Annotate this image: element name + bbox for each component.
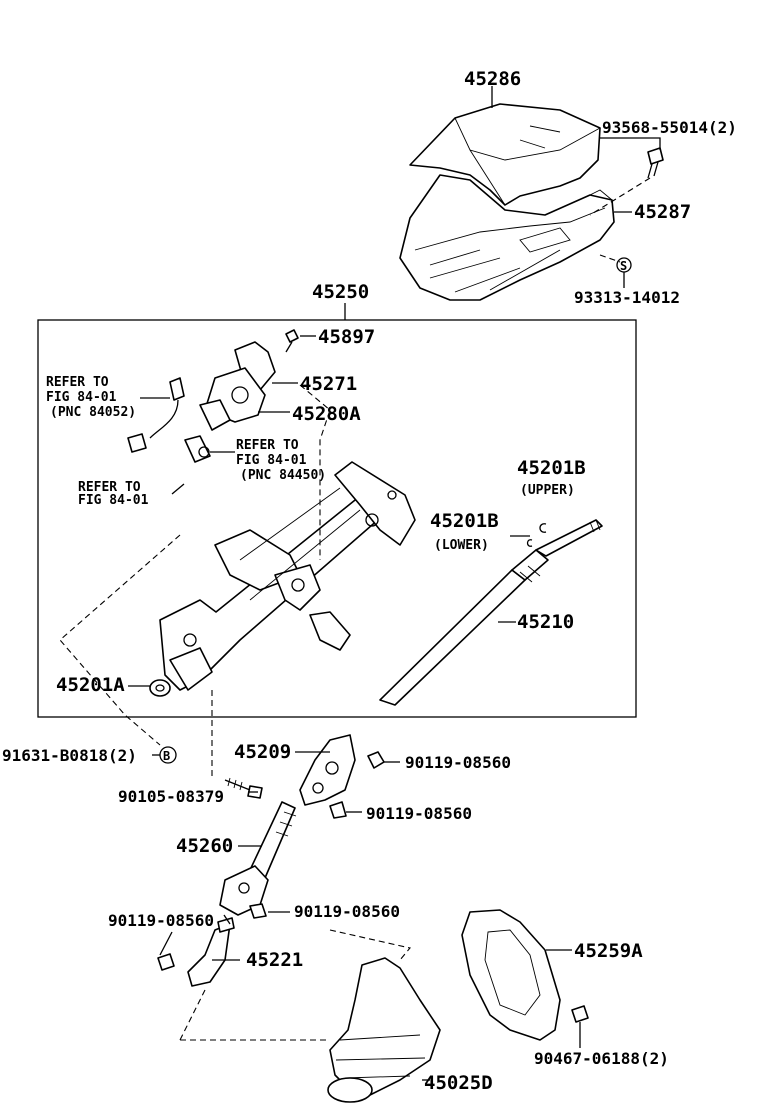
label-45201a: 45201A xyxy=(56,674,125,696)
lower-joint-part xyxy=(187,917,235,987)
b-marker-label: B xyxy=(163,749,170,763)
label-45210: 45210 xyxy=(517,611,574,633)
ref1-line1: REFER TO xyxy=(46,375,109,390)
label-90105-08379: 90105-08379 xyxy=(118,787,224,806)
steering-column-body xyxy=(159,461,416,691)
label-93568-55014: 93568-55014(2) xyxy=(602,118,737,137)
label-45286: 45286 xyxy=(464,68,521,90)
bushing-part xyxy=(149,679,171,697)
ref1-line3: (PNC 84052) xyxy=(50,405,136,420)
label-45221: 45221 xyxy=(246,949,303,971)
column-cover-upper-part xyxy=(409,103,601,206)
universal-joint-upper xyxy=(299,734,356,806)
switch-connector-left xyxy=(127,377,185,453)
cover-screw-icon xyxy=(647,147,664,179)
housing-screw-icon xyxy=(285,329,299,353)
lower-clip-icon xyxy=(526,539,533,547)
label-90119-08560-c: 90119-08560 xyxy=(294,902,400,921)
bolt-90105-icon xyxy=(224,777,263,799)
bolt-90119-c-icon xyxy=(249,903,267,919)
label-45287: 45287 xyxy=(634,201,691,223)
ref3-line2: FIG 84-01 xyxy=(78,493,149,508)
intermediate-shaft xyxy=(379,519,603,706)
upper-clip-icon xyxy=(539,523,547,533)
column-hole-cover-part xyxy=(461,909,561,1041)
label-45260: 45260 xyxy=(176,835,233,857)
bolt-90119-a-icon xyxy=(367,751,385,769)
label-90119-08560-a: 90119-08560 xyxy=(405,753,511,772)
s-marker-label: S xyxy=(620,259,627,273)
label-45201b-lower: 45201B xyxy=(430,510,499,532)
label-45280a: 45280A xyxy=(292,403,361,425)
label-45250: 45250 xyxy=(312,281,369,303)
bolt-90119-d-icon xyxy=(157,953,175,971)
ref2-line3: (PNC 84450) xyxy=(240,468,326,483)
label-45025d: 45025D xyxy=(424,1072,493,1094)
label-90467-06188: 90467-06188(2) xyxy=(534,1049,669,1068)
label-90119-08560-d: 90119-08560 xyxy=(108,911,214,930)
label-upper: (UPPER) xyxy=(520,483,575,498)
bolt-90119-b-icon xyxy=(329,801,347,819)
ref3-line1: REFER TO xyxy=(78,480,141,495)
label-45259a: 45259A xyxy=(574,940,643,962)
screw-90467-icon xyxy=(571,1005,589,1023)
key-cylinder-housing xyxy=(199,341,276,431)
ref2-line1: REFER TO xyxy=(236,438,299,453)
ref2-line2: FIG 84-01 xyxy=(236,453,307,468)
label-90119-08560-b: 90119-08560 xyxy=(366,804,472,823)
label-45897: 45897 xyxy=(318,326,375,348)
lower-shaft xyxy=(219,801,297,916)
steering-boot-part xyxy=(327,957,441,1103)
ref1-line2: FIG 84-01 xyxy=(46,390,117,405)
column-cover-lower-part xyxy=(399,174,615,301)
label-93313-14012: 93313-14012 xyxy=(574,288,680,307)
switch-connector-right xyxy=(184,435,211,463)
label-45271: 45271 xyxy=(300,373,357,395)
label-45201b-upper: 45201B xyxy=(517,457,586,479)
label-lower: (LOWER) xyxy=(434,538,489,553)
label-45209: 45209 xyxy=(234,741,291,763)
column-assembly-box xyxy=(37,319,637,718)
label-91631-b0818: 91631-B0818(2) xyxy=(2,746,137,765)
